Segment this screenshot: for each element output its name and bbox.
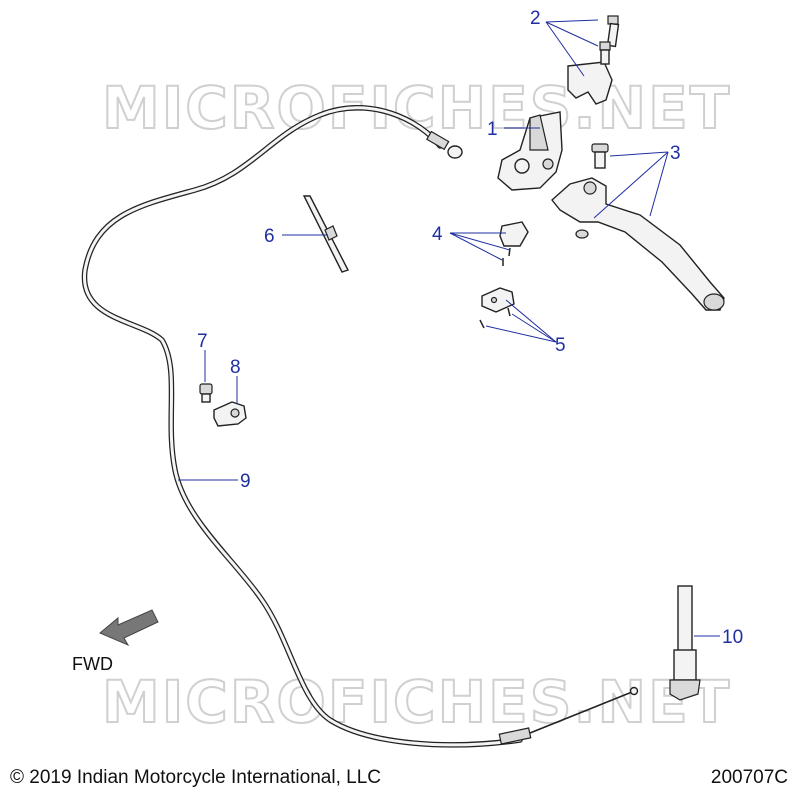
callout-6: 6: [264, 226, 275, 247]
callout-1: 1: [487, 119, 498, 140]
switch-bracket: [479, 287, 515, 329]
watermark-bottom: MICROFICHES.NET: [102, 668, 731, 736]
copyright-notice: © 2019 Indian Motorcycle International, …: [10, 767, 381, 788]
clutch-lever: [551, 143, 725, 311]
cable-tie: [302, 195, 349, 273]
perch-clamp: [567, 15, 620, 105]
drawing-code: 200707C: [710, 767, 788, 788]
leader-lines: [178, 19, 720, 637]
callout-4: 4: [432, 224, 443, 245]
forward-arrow-icon: [99, 609, 159, 647]
clutch-actuator-shaft: [669, 585, 701, 701]
clamp-bolt: [199, 383, 213, 403]
callout-8: 8: [230, 357, 241, 378]
callout-3: 3: [670, 143, 681, 164]
callout-10: 10: [722, 627, 743, 648]
lever-perch: [497, 111, 563, 191]
callout-2: 2: [530, 8, 541, 29]
forward-direction-label: FWD: [72, 654, 113, 674]
callout-9: 9: [240, 471, 251, 492]
cable-p-clamp: [213, 401, 247, 427]
clutch-cable: [81, 105, 639, 748]
clutch-switch: [499, 221, 529, 266]
watermark-top: MICROFICHES.NET: [102, 74, 731, 142]
callout-7: 7: [197, 331, 208, 352]
callout-5: 5: [555, 335, 566, 356]
